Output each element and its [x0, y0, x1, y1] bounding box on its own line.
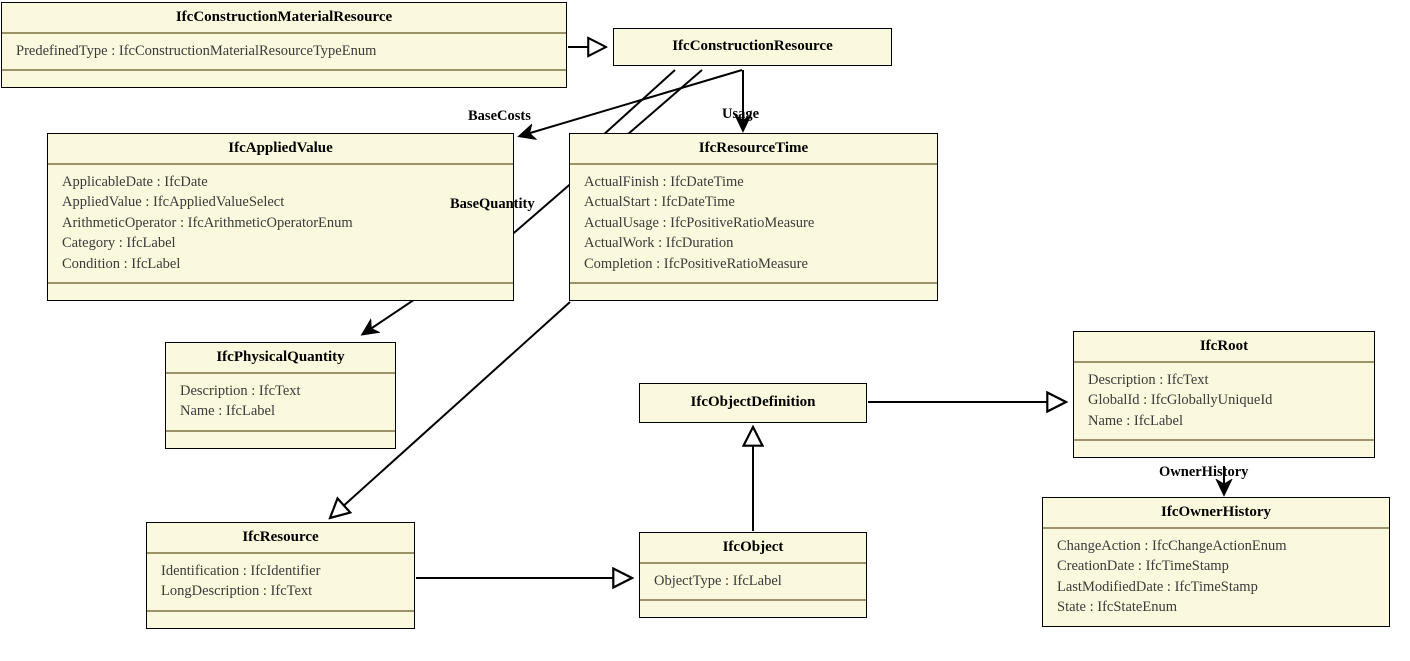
class-attributes: ActualFinish : IfcDateTime ActualStart :…: [570, 165, 937, 283]
class-attributes: ApplicableDate : IfcDate AppliedValue : …: [48, 165, 513, 283]
compartment-separator: [570, 282, 937, 285]
class-attributes: Description : IfcText GlobalId : IfcGlob…: [1074, 363, 1374, 440]
class-attribute: ApplicableDate : IfcDate: [62, 173, 208, 190]
class-box-ifcconstructionresource[interactable]: IfcConstructionResource: [613, 28, 892, 66]
compartment-separator: [640, 561, 866, 564]
edge-label-basecosts: BaseCosts: [468, 108, 531, 124]
class-box-ifcconstructionmaterialresource[interactable]: IfcConstructionMaterialResource Predefin…: [1, 2, 567, 89]
compartment-separator: [2, 69, 566, 72]
class-title: IfcObject: [722, 539, 784, 555]
class-attributes: Identification : IfcIdentifier LongDescr…: [147, 554, 414, 610]
class-attribute: CreationDate : IfcTimeStamp: [1057, 558, 1229, 575]
compartment-separator: [2, 31, 566, 34]
class-box-ifcresource[interactable]: IfcResource Identification : IfcIdentifi…: [146, 522, 415, 629]
edge-label-usage: Usage: [722, 106, 760, 122]
class-attribute: Category : IfcLabel: [62, 235, 176, 252]
class-attribute: Condition : IfcLabel: [62, 255, 181, 272]
class-attribute: ActualUsage : IfcPositiveRatioMeasure: [584, 214, 815, 231]
class-title: IfcOwnerHistory: [1161, 504, 1271, 520]
class-attribute: State : IfcStateEnum: [1057, 599, 1177, 616]
class-box-ifcphysicalquantity[interactable]: IfcPhysicalQuantity Description : IfcTex…: [165, 342, 396, 449]
class-box-ifcownerhistory[interactable]: IfcOwnerHistory ChangeAction : IfcChange…: [1042, 497, 1390, 627]
class-box-ifcappliedvalue[interactable]: IfcAppliedValue ApplicableDate : IfcDate…: [47, 133, 514, 302]
class-operations: [147, 612, 414, 628]
class-attribute: Name : IfcLabel: [180, 403, 276, 420]
class-attribute: ArithmeticOperator : IfcArithmeticOperat…: [62, 214, 353, 231]
class-attributes: PredefinedType : IfcConstructionMaterial…: [2, 34, 566, 70]
class-title: IfcRoot: [1199, 338, 1249, 354]
class-attribute: ActualWork : IfcDuration: [584, 235, 734, 252]
class-attribute: PredefinedType : IfcConstructionMaterial…: [16, 42, 377, 59]
compartment-separator: [166, 429, 395, 432]
class-operations: [640, 601, 866, 617]
class-attributes: Description : IfcText Name : IfcLabel: [166, 374, 395, 430]
compartment-separator: [1074, 439, 1374, 442]
class-title: IfcPhysicalQuantity: [216, 349, 345, 365]
class-box-ifcobjectdefinition[interactable]: IfcObjectDefinition: [639, 383, 867, 423]
class-attribute: ObjectType : IfcLabel: [654, 572, 782, 589]
class-box-ifcobject[interactable]: IfcObject ObjectType : IfcLabel: [639, 532, 867, 619]
class-attribute: GlobalId : IfcGloballyUniqueId: [1088, 392, 1273, 409]
compartment-separator: [1043, 526, 1389, 529]
compartment-separator: [570, 162, 937, 165]
class-attribute: ActualStart : IfcDateTime: [584, 194, 735, 211]
class-attribute: LongDescription : IfcText: [161, 583, 313, 600]
compartment-separator: [640, 599, 866, 602]
class-operations: [570, 284, 937, 300]
compartment-separator: [48, 282, 513, 285]
class-attribute: ActualFinish : IfcDateTime: [584, 173, 744, 190]
compartment-separator: [147, 609, 414, 612]
class-attribute: ChangeAction : IfcChangeActionEnum: [1057, 537, 1287, 554]
compartment-separator: [166, 371, 395, 374]
class-attribute: Completion : IfcPositiveRatioMeasure: [584, 255, 808, 272]
compartment-separator: [48, 162, 513, 165]
class-box-ifcroot[interactable]: IfcRoot Description : IfcText GlobalId :…: [1073, 331, 1375, 459]
class-title: IfcResource: [242, 529, 319, 545]
edge-label-basequantity: BaseQuantity: [450, 196, 535, 212]
compartment-separator: [147, 551, 414, 554]
class-title: IfcConstructionMaterialResource: [175, 9, 393, 25]
class-operations: [166, 432, 395, 448]
class-operations: [1074, 441, 1374, 457]
edge-label-ownerhistory: OwnerHistory: [1159, 464, 1249, 480]
class-operations: [48, 284, 513, 300]
compartment-separator: [1074, 360, 1374, 363]
class-attribute: AppliedValue : IfcAppliedValueSelect: [62, 194, 285, 211]
class-attribute: Description : IfcText: [180, 382, 301, 399]
class-attributes: ChangeAction : IfcChangeActionEnum Creat…: [1043, 529, 1389, 626]
class-operations: [2, 71, 566, 87]
class-attribute: LastModifiedDate : IfcTimeStamp: [1057, 578, 1258, 595]
class-title: IfcAppliedValue: [228, 140, 333, 156]
class-title: IfcObjectDefinition: [690, 394, 816, 410]
class-title: IfcResourceTime: [698, 140, 809, 156]
class-attribute: Name : IfcLabel: [1088, 412, 1184, 429]
class-attribute: Identification : IfcIdentifier: [161, 562, 321, 579]
class-attribute: Description : IfcText: [1088, 371, 1209, 388]
class-attributes: ObjectType : IfcLabel: [640, 564, 866, 600]
class-box-ifcresourcetime[interactable]: IfcResourceTime ActualFinish : IfcDateTi…: [569, 133, 938, 302]
class-title: IfcConstructionResource: [672, 38, 833, 54]
